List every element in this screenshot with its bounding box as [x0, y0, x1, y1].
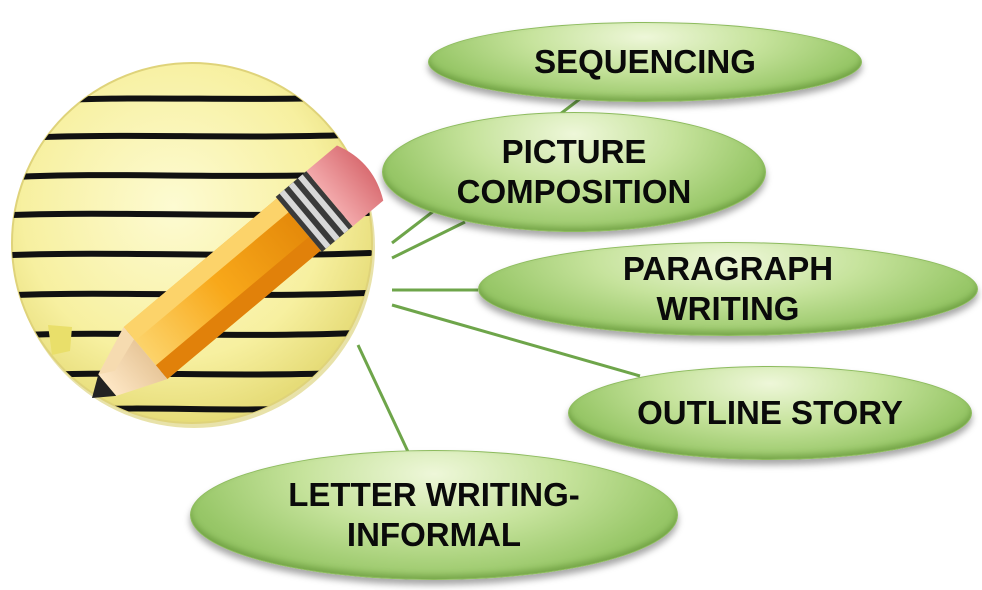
node-outline-story-label: OUTLINE STORY — [637, 394, 903, 431]
node-letter-writing: LETTER WRITING- INFORMAL — [190, 450, 678, 580]
connector-letter-writing — [356, 344, 412, 457]
node-letter-writing-line2: INFORMAL — [346, 516, 522, 553]
node-outline-story: OUTLINE STORY — [568, 366, 972, 460]
node-picture-composition-line1: PICTURE — [501, 133, 647, 170]
node-picture-composition: PICTURE COMPOSITION — [382, 112, 766, 232]
node-paragraph-writing: PARAGRAPH WRITING — [478, 242, 978, 336]
node-picture-composition-line2: COMPOSITION — [456, 173, 692, 210]
node-paragraph-writing-line1: PARAGRAPH — [622, 250, 834, 287]
node-paragraph-writing-line2: WRITING — [656, 290, 800, 327]
connector-outline-story — [391, 303, 641, 378]
node-letter-writing-line1: LETTER WRITING- — [288, 476, 580, 513]
pencil-notepad-icon — [11, 62, 384, 428]
connector-picture-composition — [391, 220, 466, 260]
node-sequencing: SEQUENCING — [428, 22, 862, 102]
node-sequencing-label: SEQUENCING — [534, 43, 756, 80]
